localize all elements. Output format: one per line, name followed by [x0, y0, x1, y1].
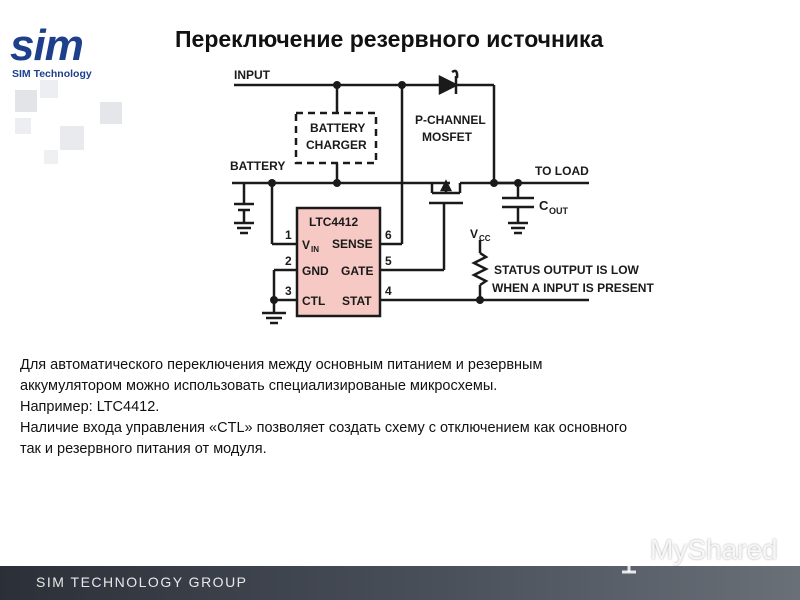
pin-2-number: 2: [285, 254, 292, 268]
pin-sense-label: SENSE: [332, 237, 373, 251]
vcc-subscript: CC: [479, 234, 491, 243]
vcc-label: V: [470, 227, 478, 241]
description-line: Наличие входа управления «CTL» позволяет…: [20, 420, 628, 436]
footer-bar: SIM TECHNOLOGY GROUP: [0, 566, 800, 600]
mosfet-label-line1: P-CHANNEL: [415, 113, 486, 127]
pin-4-number: 4: [385, 284, 392, 298]
footer-text: SIM TECHNOLOGY GROUP: [36, 574, 248, 590]
chip-name: LTC4412: [309, 215, 358, 229]
pin-1-number: 1: [285, 228, 292, 242]
sim-logo-mark: sim: [10, 26, 84, 66]
mosfet-label-line2: MOSFET: [422, 130, 473, 144]
description-text: Для автоматического переключения между о…: [20, 355, 790, 460]
pin-vin-subscript: IN: [311, 245, 319, 254]
ltc4412-chip: [295, 206, 382, 318]
decorative-squares: [15, 80, 122, 164]
description-line: Например: LTC4412.: [20, 399, 160, 415]
cout-label: C: [539, 198, 549, 213]
description-line: так и резервного питания от модуля.: [20, 441, 267, 457]
input-label: INPUT: [234, 68, 271, 82]
to-load-label: TO LOAD: [535, 164, 589, 178]
description-line: Для автоматического переключения между о…: [20, 357, 543, 373]
battery-label: BATTERY: [230, 159, 285, 173]
description-line: аккумулятором можно использовать специал…: [20, 378, 498, 394]
pin-3-number: 3: [285, 284, 292, 298]
pin-ctl-label: CTL: [302, 294, 325, 308]
presentation-icon: [614, 538, 644, 574]
pin-5-number: 5: [385, 254, 392, 268]
circuit-diagram: INPUT BATTERY CHARGER P-CHANNEL MOSFET B…: [230, 68, 654, 325]
charger-label-line1: BATTERY: [310, 121, 365, 135]
status-label-line1: STATUS OUTPUT IS LOW: [494, 263, 640, 277]
status-label-line2: WHEN A INPUT IS PRESENT: [492, 281, 654, 295]
pin-gnd-label: GND: [302, 264, 329, 278]
pin-gate-label: GATE: [341, 264, 373, 278]
pin-6-number: 6: [385, 228, 392, 242]
myshared-watermark: MyShared: [610, 532, 780, 576]
svg-text:sim: sim: [10, 26, 83, 66]
watermark-text: MyShared: [650, 534, 778, 565]
charger-label-line2: CHARGER: [306, 138, 367, 152]
cout-subscript: OUT: [549, 206, 569, 216]
logo-tagline: SIM Technology: [12, 68, 92, 80]
page-title: Переключение резервного источника: [175, 26, 604, 52]
pin-stat-label: STAT: [342, 294, 372, 308]
pin-vin-label: V: [302, 238, 310, 252]
